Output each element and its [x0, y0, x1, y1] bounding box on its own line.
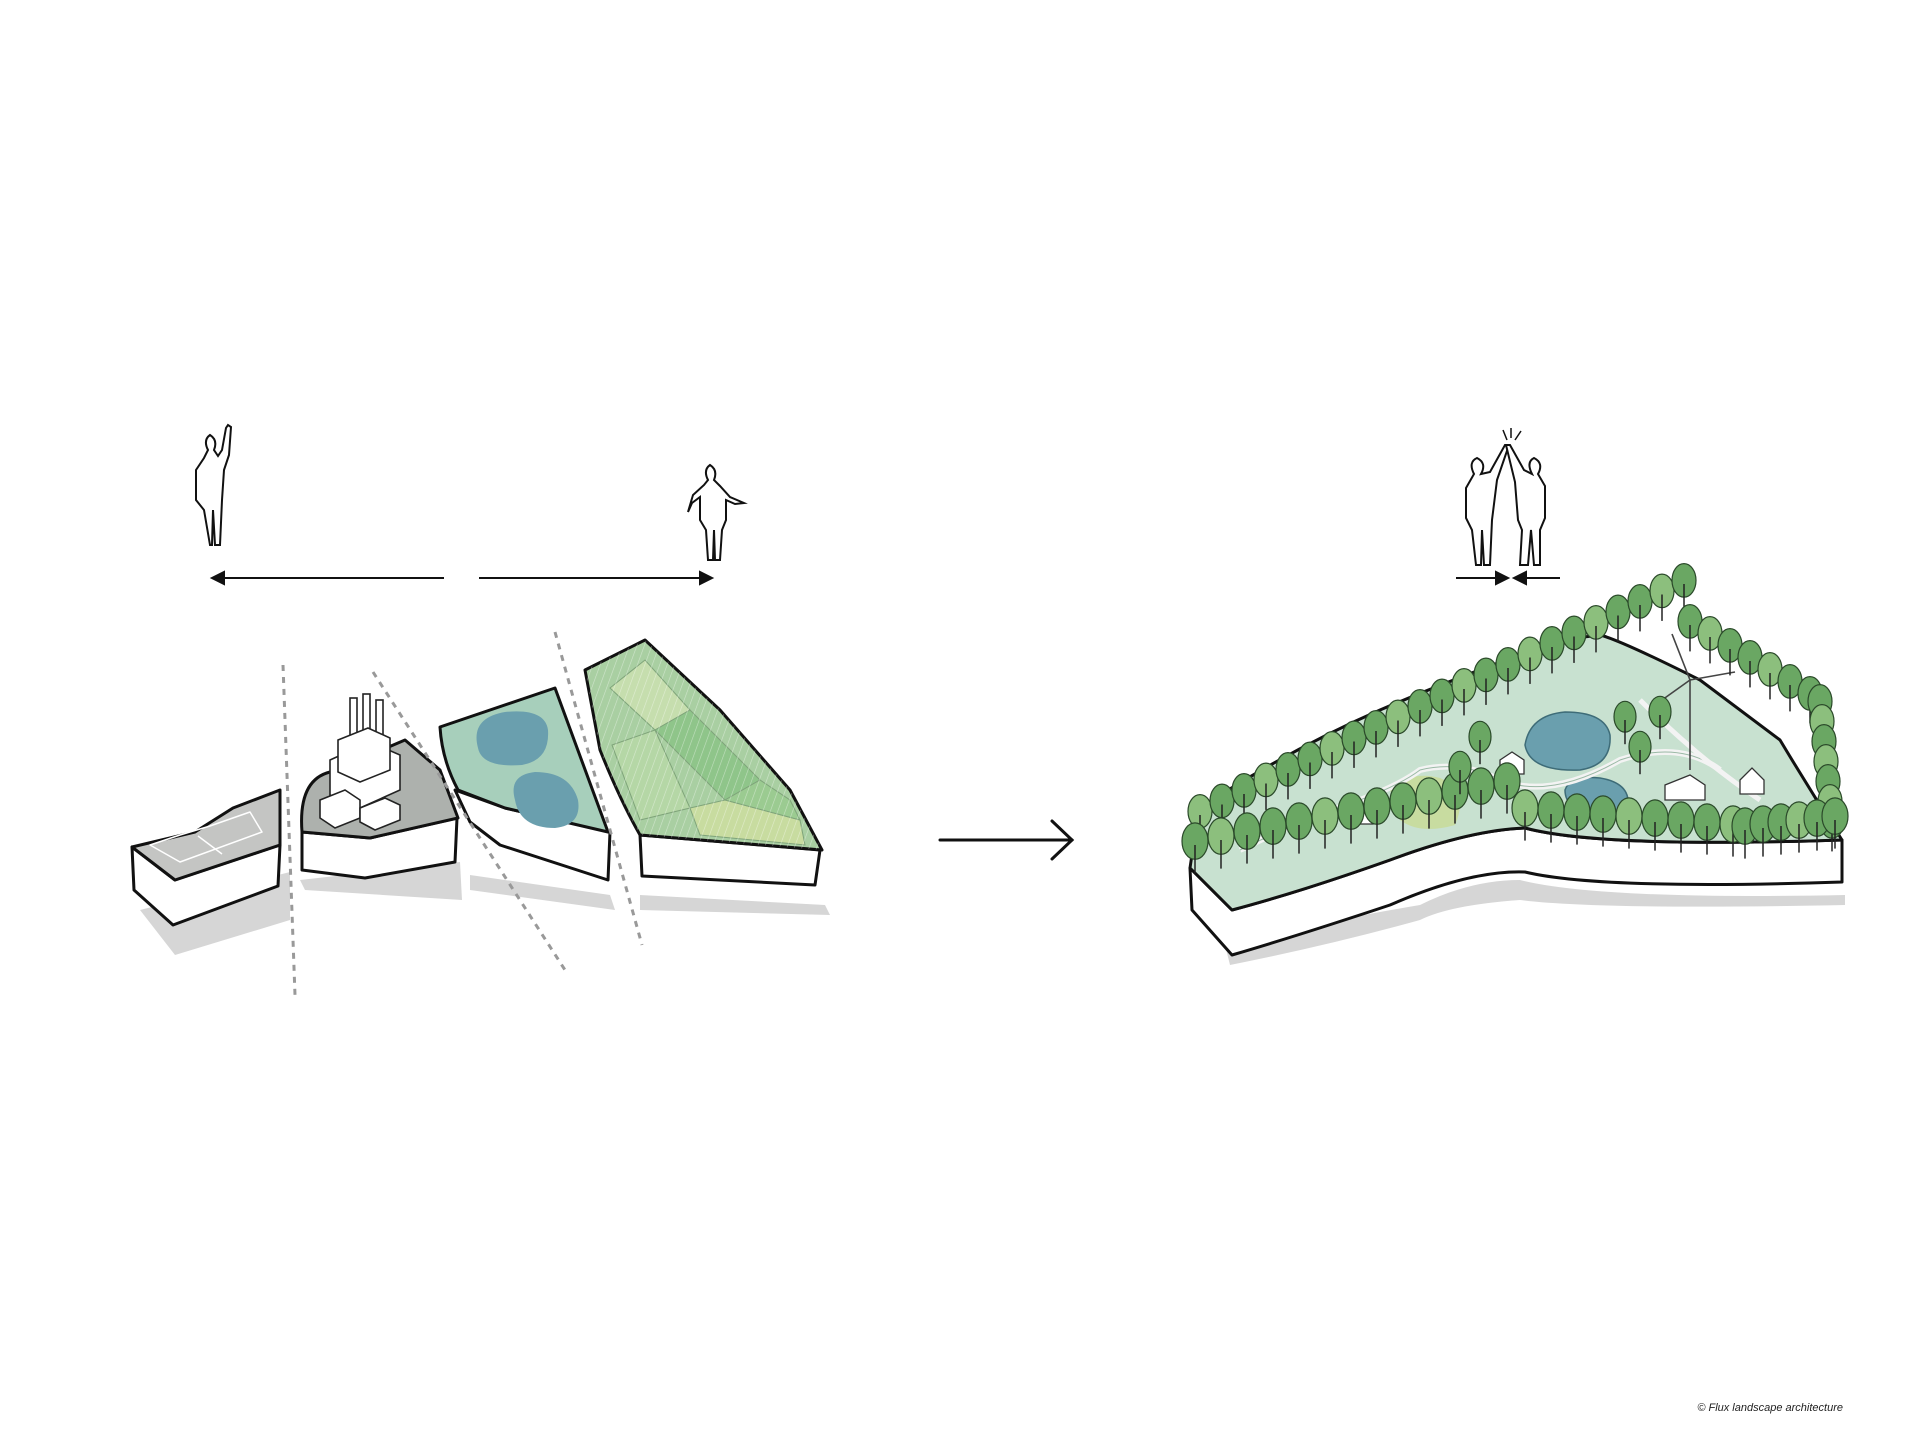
- fragmented-landscape: [130, 423, 830, 996]
- tree-icon: [1671, 563, 1697, 611]
- tree-icon: [1511, 789, 1539, 841]
- farmland-plots: [585, 640, 822, 850]
- tree-icon: [1693, 803, 1721, 855]
- tree-icon: [1448, 750, 1472, 795]
- connected-landscape: [1181, 428, 1849, 965]
- tree-icon: [1259, 807, 1287, 859]
- tree-icon: [1648, 695, 1672, 740]
- tree-icon: [1641, 799, 1669, 851]
- wind-turbine-icon: [1661, 633, 1736, 770]
- person-shrugging-icon: [687, 463, 748, 561]
- tree-icon: [1363, 787, 1391, 839]
- factory-icon: [319, 693, 401, 831]
- tree-icon: [1285, 802, 1313, 854]
- park-trees: [1181, 563, 1849, 874]
- tree-icon: [1389, 782, 1417, 834]
- tree-icon: [1311, 797, 1339, 849]
- tree-icon: [1407, 689, 1433, 737]
- arrow-together-right: [1511, 570, 1560, 586]
- tree-icon: [1737, 640, 1763, 688]
- tree-icon: [1821, 797, 1849, 849]
- tree-icon: [1649, 573, 1675, 621]
- arrow-together-left: [1456, 570, 1511, 586]
- people-high-five-icon: [1465, 428, 1546, 566]
- tree-icon: [1697, 616, 1723, 664]
- tree-icon: [1563, 793, 1591, 845]
- tree-icon: [1605, 594, 1631, 642]
- image-credit: © Flux landscape architecture: [1697, 1402, 1843, 1414]
- pond-block: [438, 686, 612, 882]
- arrow-apart-right: [479, 570, 715, 586]
- tree-icon: [1297, 741, 1323, 789]
- park-shadow: [1225, 880, 1845, 965]
- person-waving-icon: [195, 423, 233, 546]
- sports-field-block: [130, 788, 282, 927]
- tree-icon: [1253, 762, 1279, 810]
- arrow-right-icon: [938, 819, 1075, 861]
- tree-icon: [1627, 584, 1653, 632]
- arrow-apart-left: [209, 570, 444, 586]
- tree-icon: [1717, 628, 1743, 676]
- tree-icon: [1628, 730, 1652, 775]
- tree-icon: [1468, 720, 1492, 765]
- tree-icon: [1613, 700, 1637, 745]
- tree-icon: [1495, 647, 1521, 695]
- tree-icon: [1337, 792, 1365, 844]
- tree-icon: [1493, 762, 1521, 814]
- tree-icon: [1451, 668, 1477, 716]
